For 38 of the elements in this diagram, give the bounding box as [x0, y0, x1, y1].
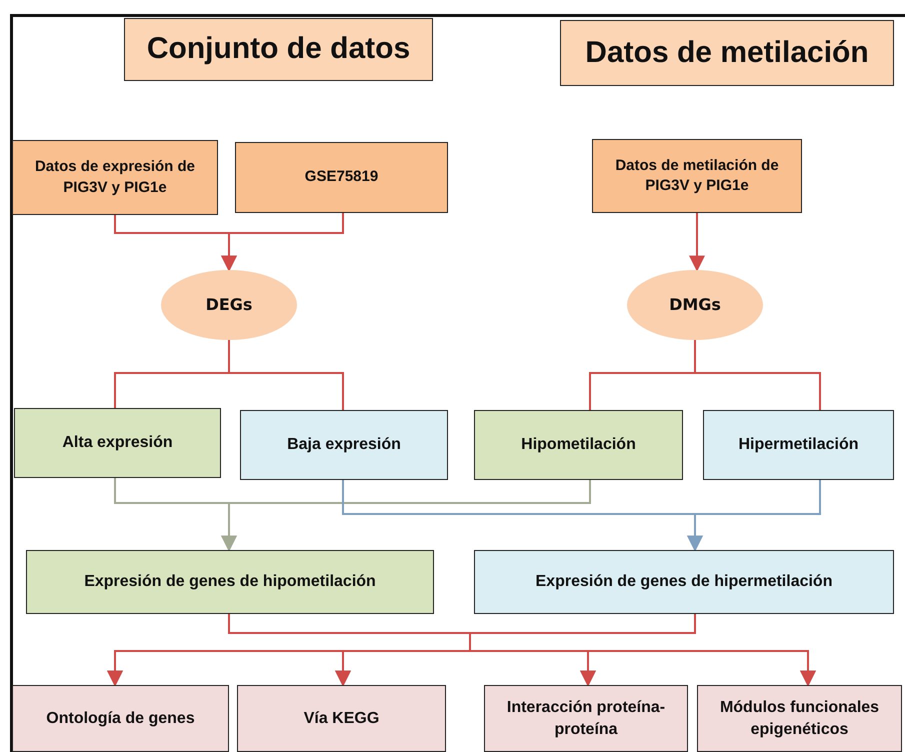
- node-label: Baja expresión: [287, 435, 401, 456]
- category-box: [474, 410, 683, 480]
- data-source-box: [235, 142, 448, 213]
- category-box: [240, 410, 448, 480]
- node-label: Datos de metilación de PIG3V y PIG1e: [614, 156, 780, 196]
- node-label: Datos de metilación: [585, 34, 869, 71]
- node-label: DEGs: [206, 294, 252, 316]
- section-heading-box: [124, 18, 433, 81]
- node-label: GSE75819: [304, 167, 378, 188]
- node-label: Módulos funcionales epigenéticos: [718, 698, 880, 740]
- analysis-box: [697, 685, 902, 752]
- arrow: [687, 480, 821, 552]
- analysis-box: [237, 685, 446, 752]
- connector-line: [694, 340, 821, 410]
- category-box: [474, 550, 894, 614]
- category-box: [26, 550, 434, 614]
- category-box: [703, 410, 894, 480]
- node-label: Expresión de genes de hipometilación: [84, 572, 376, 592]
- section-heading-box: [560, 20, 894, 86]
- node-label: Hipermetilación: [738, 435, 859, 456]
- arrow: [221, 213, 344, 272]
- analysis-box: [484, 685, 688, 752]
- connector-line: [228, 340, 344, 410]
- node-label: Interacción proteína-proteína: [506, 698, 666, 740]
- data-source-box: [592, 139, 802, 213]
- node-label: Hipometilación: [521, 435, 636, 456]
- data-source-box: [12, 140, 218, 215]
- analysis-box: [12, 685, 229, 752]
- arrow: [689, 213, 705, 272]
- node-label: Conjunto de datos: [146, 31, 410, 68]
- arrow: [221, 480, 591, 552]
- node-label: Ontología de genes: [46, 708, 195, 729]
- category-box: [14, 408, 221, 478]
- node-label: Datos de expresión de PIG3V y PIG1e: [34, 157, 196, 198]
- node-label: Expresión de genes de hipermetilación: [536, 572, 832, 592]
- node-label: Alta expresión: [62, 433, 173, 454]
- node-label: Vía KEGG: [304, 708, 380, 729]
- node-label: DMGs: [669, 294, 721, 316]
